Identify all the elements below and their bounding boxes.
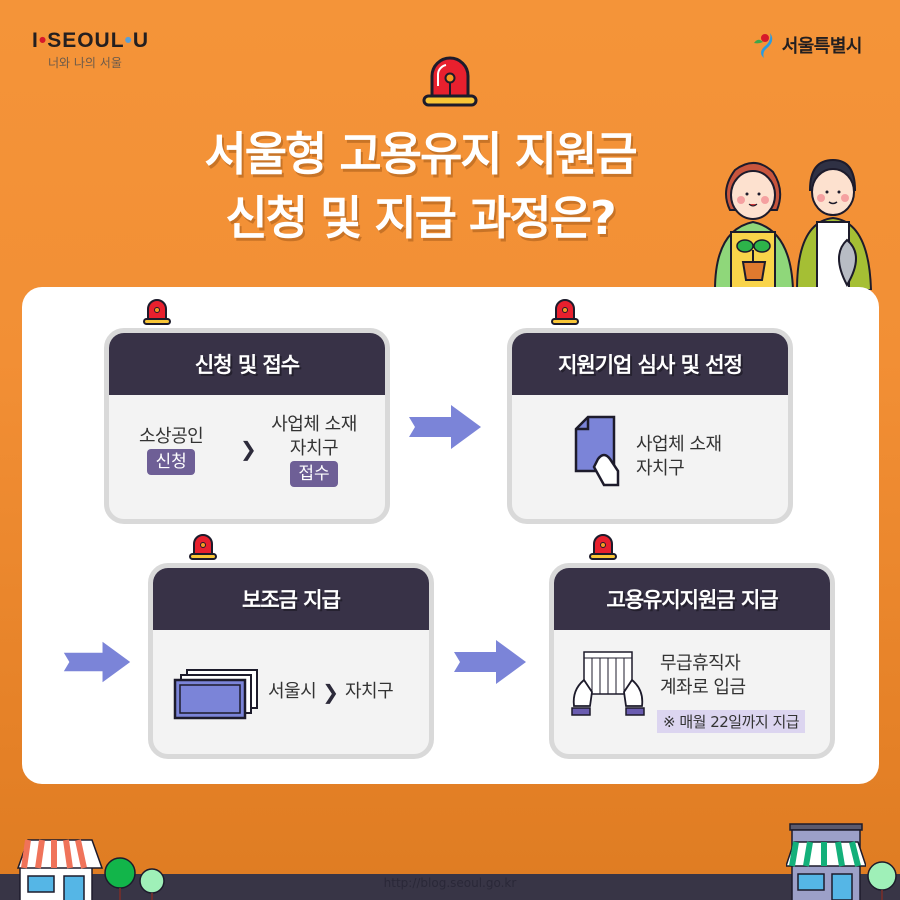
payment-text: 무급휴직자 계좌로 입금 [660,652,746,700]
payment-schedule-note: ※ 매월 22일까지 지급 [657,710,806,733]
step-body: 무급휴직자 계좌로 입금 ※ 매월 22일까지 지급 [554,630,830,754]
siren-icon [189,534,217,560]
receiver-line-1: 사업체 소재 [271,414,357,435]
siren-icon [422,56,478,107]
hands-holding-ledger-icon [571,651,645,716]
document-in-hand-icon [574,415,620,487]
step-card-payment: 고용유지지원금 지급 무급휴직자 계좌로 입금 ※ 매월 22일까지 지급 [549,563,835,759]
receiver-line-2: 자치구 [289,438,339,459]
screener-line-1: 사업체 소재 [636,434,722,455]
title-line-2: 신청 및 지급 과정은? [225,191,616,245]
step-body: 소상공인 신청 ❯ 사업체 소재 자치구 접수 [109,395,385,519]
shop-left-icon [16,839,104,900]
step-heading: 보조금 지급 [153,568,429,630]
i-seoul-u-logo: I•SEOUL•U 너와 나의 서울 [32,30,149,71]
title-line-1: 서울형 고용유지 지원금 [204,127,637,181]
step-body: 서울시 ❯ 자치구 [153,630,429,754]
brand-logo-dot-red: • [38,29,48,52]
brand-logo-part: SEOUL [47,29,125,52]
applicant-block: 소상공인 신청 [139,425,204,475]
trees-left-icon [104,857,165,900]
arrow-right-icon [63,641,131,683]
siren-icon [551,299,579,325]
step-card-screening: 지원기업 심사 및 선정 사업체 소재 자치구 [507,328,793,524]
brand-logo-wordmark: I•SEOUL•U [32,30,149,52]
footer-url: http://blog.seoul.go.kr [383,876,517,890]
arrow-right-icon [454,640,526,684]
payment-line-1: 무급휴직자 [660,653,741,674]
subsidy-flow: 서울시 ❯ 자치구 [268,680,394,704]
screener-text: 사업체 소재 자치구 [636,433,722,481]
step-card-subsidy: 보조금 지급 서울시 ❯ 자치구 [148,563,434,759]
seoul-city-label: 서울특별시 [781,36,863,57]
applicant-label: 소상공인 [139,426,204,447]
subsidy-from: 서울시 [268,681,317,702]
step-heading: 신청 및 접수 [109,333,385,395]
chevron-right-icon: ❯ [322,680,339,704]
apply-badge: 신청 [147,449,195,475]
payment-line-2: 계좌로 입금 [660,677,746,698]
brand-logo-dot-blue: • [124,29,133,52]
receiver-block: 사업체 소재 자치구 접수 [259,413,369,487]
page-title: 서울형 고용유지 지원금 신청 및 지급 과정은? [0,122,900,250]
siren-icon [589,534,617,560]
cash-stack-icon [173,669,258,720]
seoul-city-symbol-icon [753,33,772,58]
screener-line-2: 자치구 [636,458,685,479]
step-heading: 지원기업 심사 및 선정 [512,333,788,395]
brand-logo-tagline: 너와 나의 서울 [48,56,122,70]
siren-icon [143,299,171,325]
arrow-right-icon [409,405,481,449]
step-body: 사업체 소재 자치구 [512,395,788,519]
shop-owners-illustration [713,158,873,290]
chevron-right-icon: ❯ [240,437,257,461]
step-card-application: 신청 및 접수 소상공인 신청 ❯ 사업체 소재 자치구 접수 [104,328,390,524]
receive-badge: 접수 [290,461,338,487]
step-heading: 고용유지지원금 지급 [554,568,830,630]
subsidy-to: 자치구 [344,681,394,702]
shop-right-icon [786,823,866,900]
tree-right-icon [867,861,897,900]
seoul-city-logo: 서울특별시 [752,31,863,59]
brand-logo-part: I [32,29,39,52]
brand-logo-part: U [132,29,150,52]
